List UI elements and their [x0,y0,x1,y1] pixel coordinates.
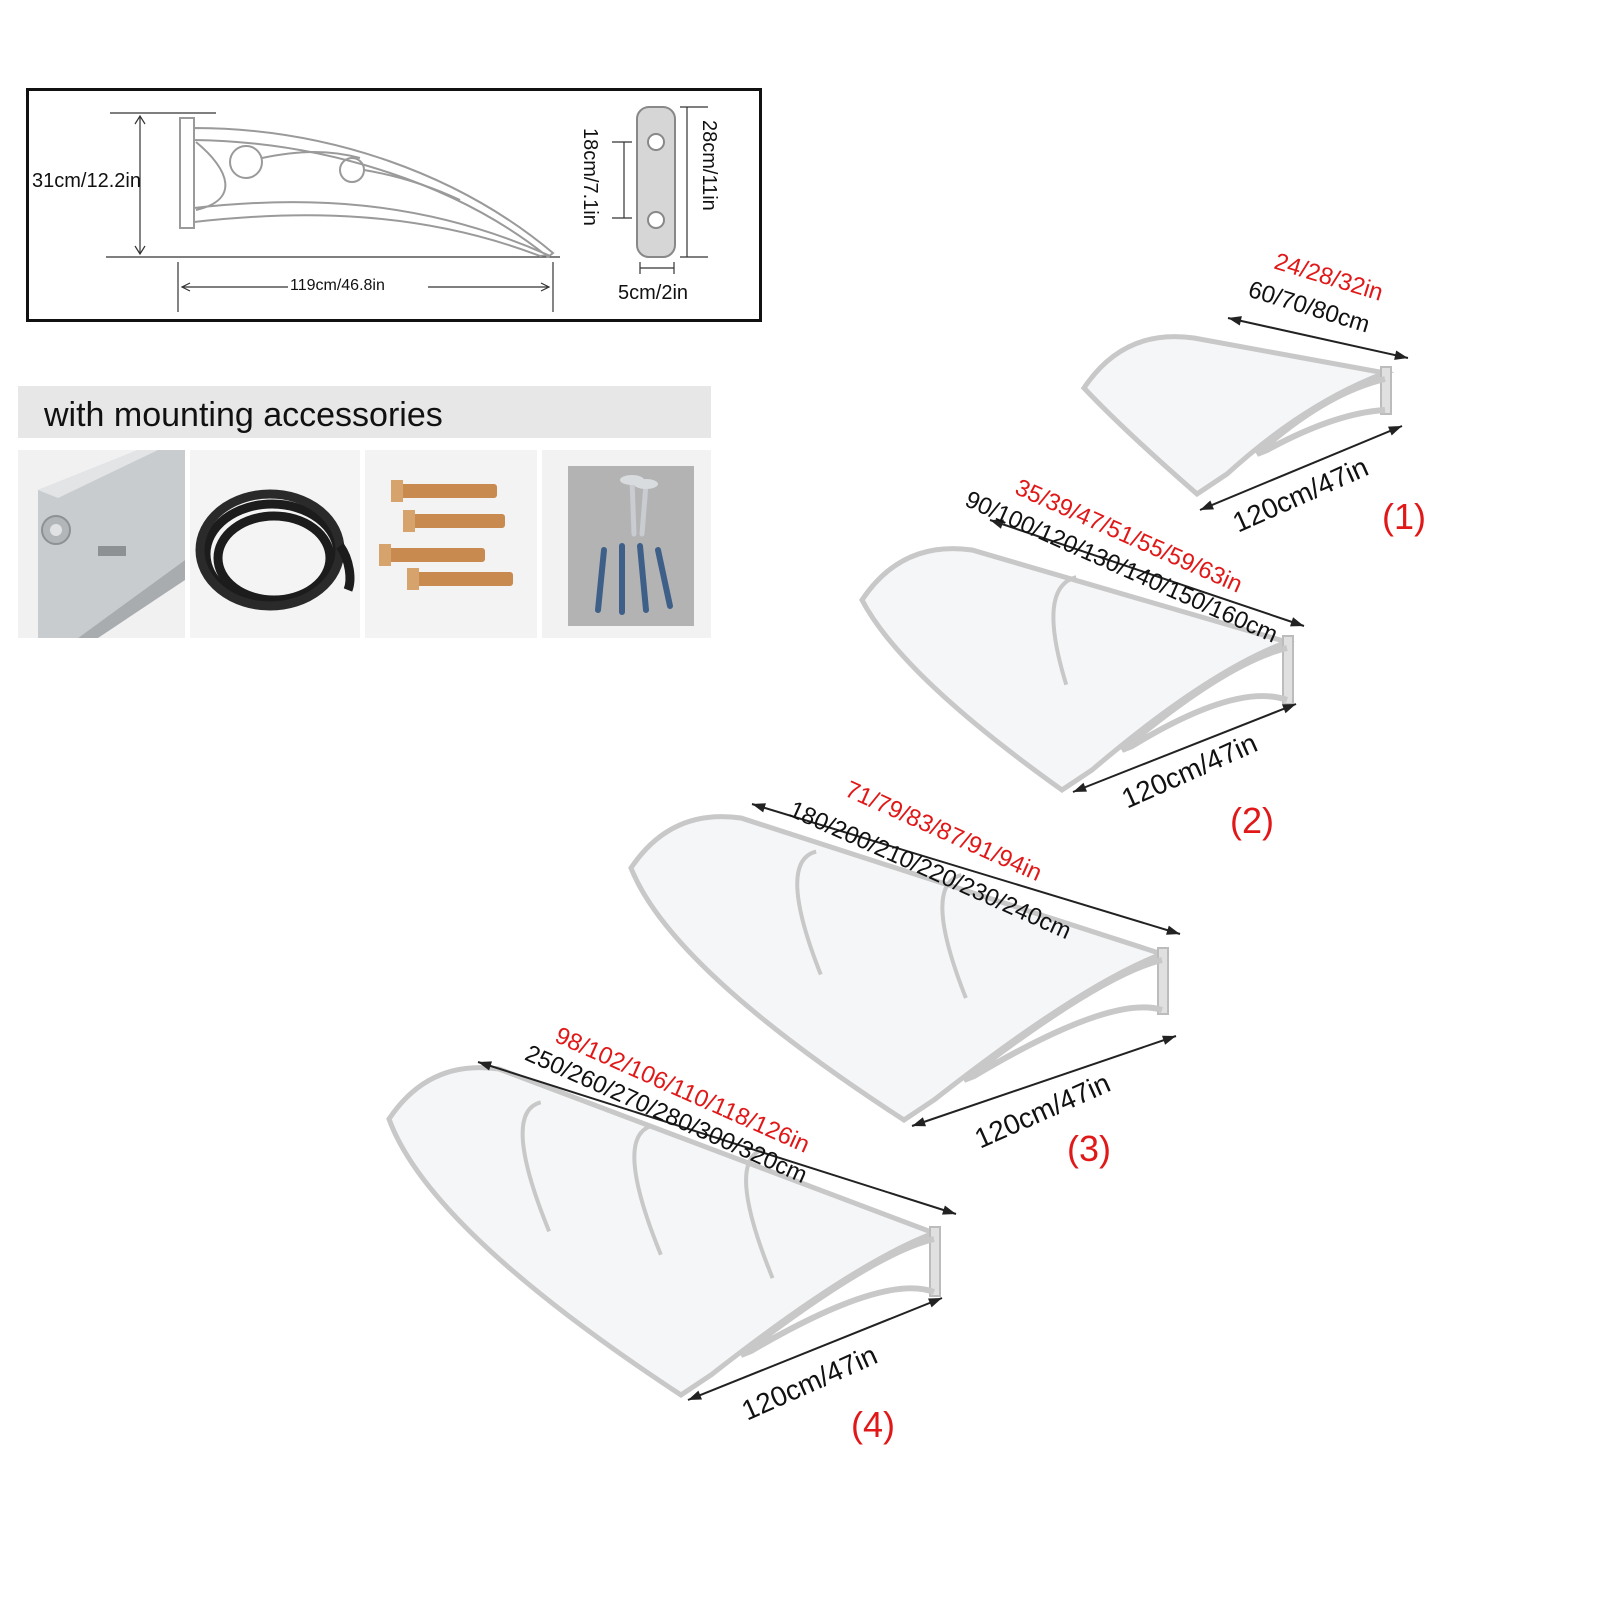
bracket-dimension-lines [106,112,560,312]
canopy-3-width-arrowhead [1166,925,1180,935]
canopy-2-bracket [1120,645,1289,753]
canopy-3-depth-arrowhead [912,1117,926,1127]
canopy-3-depth-arrow [911,1035,1177,1127]
canopy-4-width-arrow [477,1061,957,1215]
canopy-4-rib [632,1123,663,1256]
canopy-1-label: (1) [1382,496,1426,537]
canopy-4-bracket [739,1236,936,1358]
canopy-1-depth-arrowhead [1388,426,1402,436]
canopy-3-depth-arrowhead [1162,1035,1176,1045]
canopy-1-depth-arrowhead [1200,500,1214,510]
wall-plate-dimension-lines [612,106,708,274]
canopy-2-depth-arrowhead [1282,704,1296,714]
canopy-1-depth-arrow [1199,425,1403,511]
canopy-4-depth-arrowhead [688,1390,702,1400]
canopy-4-depth-arrowhead [928,1298,942,1308]
canopy-3-rib [940,873,968,999]
canopy-1-width-arrowhead [1228,316,1242,326]
canopy-2-width-arrowhead [990,519,1004,529]
canopy-4-rib [520,1100,551,1233]
canopy-2-depth-arrowhead [1073,782,1087,792]
canopy-1-wall-plate [1380,366,1392,415]
bracket-length-label: 119cm/46.8in [290,277,385,294]
plate-inner-label: 18cm/7.1in [579,128,601,226]
canopy-3-label: (3) [1067,1128,1111,1169]
bracket-drawing [179,117,555,259]
rubber-seal-icon [190,450,360,638]
canopy-2-label: (2) [1230,800,1274,841]
canopy-4-label: (4) [851,1404,895,1445]
canopy-4 [386,1061,957,1401]
canopy-3-width-arrowhead [752,803,766,813]
canopy-2 [859,519,1305,794]
canopy-3-wall-plate [1157,947,1169,1015]
canopy-4-rib [744,1147,775,1279]
accessories-banner [18,386,711,438]
screws-icon [542,450,711,638]
canopy-4-depth-arrow [687,1297,943,1401]
canopy-3 [628,803,1181,1127]
canopy-1-bracket [1254,376,1386,457]
accessory-aluminium-rail [18,450,185,638]
canopy-4-width-arrowhead [478,1061,492,1071]
canopy-1-width-arrow [1227,317,1409,359]
bracket-height-label: 31cm/12.2in [32,170,141,192]
accessory-expansion-bolts [365,450,537,638]
plate-outer-label: 28cm/11in [698,120,720,211]
accessory-rubber-seal [190,450,360,638]
canopy-2-width-arrow [989,519,1305,627]
canopy-1-width-arrowhead [1394,350,1408,360]
accessories-title: with mounting accessories [44,396,443,434]
canopies [386,316,1409,1401]
canopy-3-rib [795,849,823,976]
canopy-4-wall-plate [929,1226,941,1297]
canopy-2-depth-arrow [1072,703,1297,793]
aluminium-rail-icon [18,450,185,638]
canopy-3-width-arrow [751,803,1181,935]
accessory-screws [542,450,711,638]
canopy-4-width-arrowhead [942,1205,956,1215]
plate-width-label: 5cm/2in [618,282,689,304]
canopy-2-rib [1051,575,1077,686]
canopy-2-width-arrowhead [1290,617,1304,627]
canopy-3-bracket [962,957,1163,1083]
expansion-bolts-icon [365,450,537,638]
wall-plate [636,106,676,258]
canopy-1 [1080,316,1409,511]
canopy-2-wall-plate [1282,635,1294,705]
